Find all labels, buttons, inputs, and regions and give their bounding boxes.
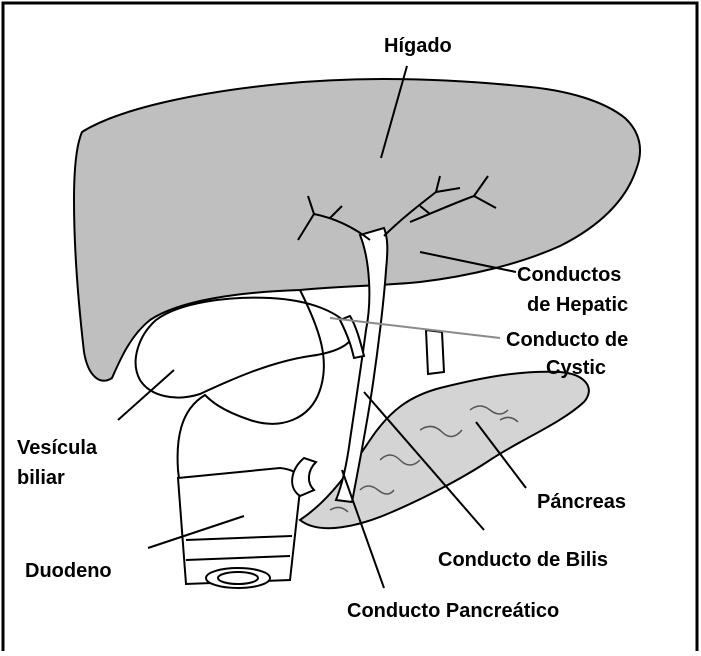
label-duodenum: Duodeno bbox=[25, 559, 112, 583]
label-hepatic-ducts-line2: de Hepatic bbox=[527, 293, 628, 317]
label-gallbladder-line2: biliar bbox=[17, 466, 65, 490]
label-gallbladder-line1: Vesícula bbox=[17, 436, 97, 460]
duodenum-shape bbox=[178, 468, 301, 584]
label-bile-duct: Conducto de Bilis bbox=[438, 548, 608, 572]
gallbladder-shape bbox=[136, 298, 353, 398]
duodenum-opening-inner bbox=[218, 572, 258, 584]
pancreatic-duct-tube bbox=[292, 458, 316, 496]
label-pancreatic-duct: Conducto Pancreático bbox=[347, 599, 559, 623]
label-pancreas: Páncreas bbox=[537, 490, 626, 514]
label-cystic-duct-line1: Conducto de bbox=[506, 328, 628, 352]
hepatic-duct-right bbox=[426, 330, 444, 374]
label-hepatic-ducts-line1: Conductos bbox=[517, 263, 621, 287]
label-liver: Hígado bbox=[384, 34, 452, 58]
label-cystic-duct-line2: Cystic bbox=[546, 356, 606, 380]
